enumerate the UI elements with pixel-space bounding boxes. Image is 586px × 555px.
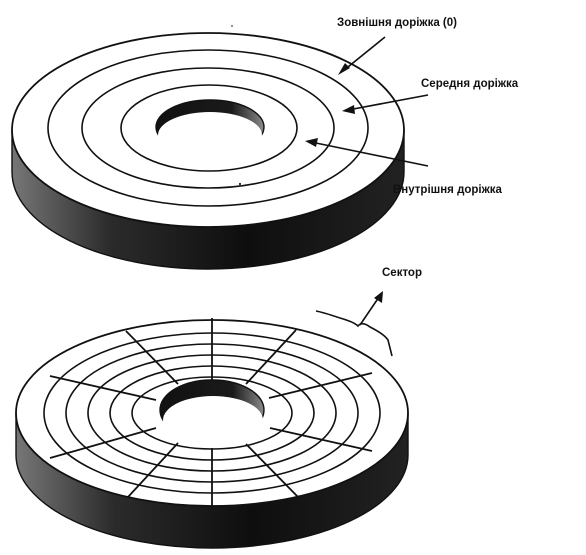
- print-speck: [238, 182, 242, 186]
- sector-label: Сектор: [382, 267, 422, 279]
- inner-track-ring: [120, 84, 298, 172]
- sector-divider-line: [127, 442, 179, 498]
- sector-divider-line: [268, 372, 373, 399]
- tracks-disk: [11, 25, 405, 270]
- outer-track-arrow: [342, 36, 386, 72]
- sector-arrowhead: [374, 291, 383, 303]
- sector-bracket: [315, 310, 393, 357]
- sector-divider-line: [49, 427, 157, 459]
- sector-arrow-line: [359, 296, 380, 326]
- middle-track-ring: [81, 67, 335, 189]
- middle-track-arrow: [347, 94, 429, 111]
- track-pointer-arrows: [305, 36, 429, 167]
- sector-pointer: [315, 296, 393, 357]
- sector-divider-line: [245, 443, 299, 498]
- inner-track-arrowhead: [305, 138, 318, 147]
- outer-track-ring: [47, 49, 369, 207]
- inner-track-arrow: [310, 141, 429, 167]
- outer-track-arrowhead: [338, 63, 350, 75]
- center-hole-inner-face: [158, 112, 262, 158]
- sector-dividers: [49, 318, 373, 509]
- inner-track-label: Внутрішня доріжка: [393, 184, 503, 196]
- sector-divider-line: [269, 427, 373, 452]
- sector-divider-line: [125, 330, 179, 385]
- sectors-disk: [15, 318, 409, 549]
- center-hole-inner-face: [163, 396, 263, 444]
- middle-track-arrowhead: [342, 105, 355, 114]
- print-speck: [231, 25, 233, 27]
- middle-track-label: Середня доріжка: [421, 78, 519, 90]
- sector-divider-line: [245, 329, 297, 385]
- sector-divider-line: [49, 375, 157, 401]
- outer-track-label: Зовнішня доріжка (0): [337, 17, 457, 29]
